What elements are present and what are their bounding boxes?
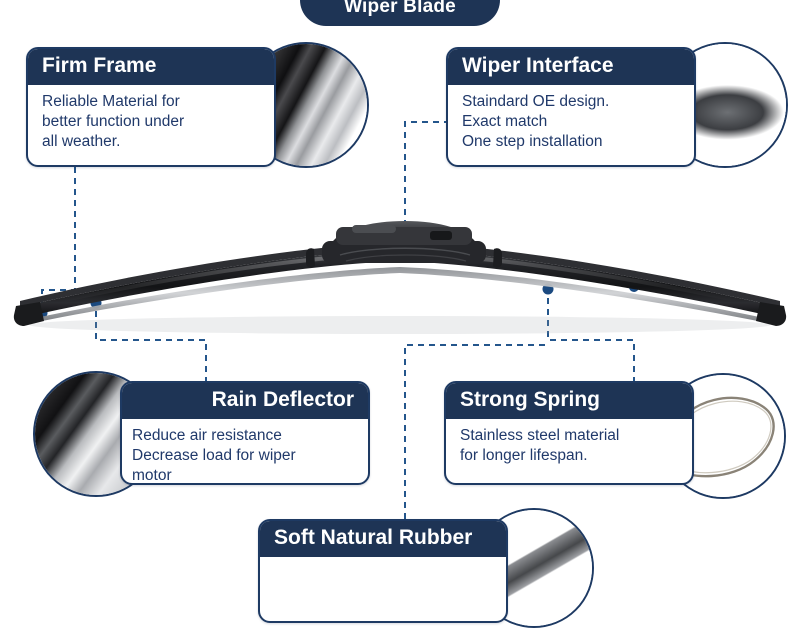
infographic-canvas: Wiper Blade xyxy=(13,0,788,628)
soft-natural-rubber-body xyxy=(260,557,506,572)
rain-deflector-title: Rain Deflector xyxy=(122,383,368,419)
firm-frame-box[interactable]: Firm Frame Reliable Material for better … xyxy=(26,47,276,167)
rain-deflector-body: Reduce air resistance Decrease load for … xyxy=(132,426,296,484)
soft-natural-rubber-title: Soft Natural Rubber xyxy=(260,521,506,557)
strong-spring-body: Stainless steel material for longer life… xyxy=(460,426,620,464)
wiper-interface-title: Wiper Interface xyxy=(448,49,694,85)
firm-frame-body: Reliable Material for better function un… xyxy=(42,92,185,150)
strong-spring-box[interactable]: Strong Spring Stainless steel material f… xyxy=(444,381,694,485)
strong-spring-title: Strong Spring xyxy=(446,383,692,419)
soft-natural-rubber-box[interactable]: Soft Natural Rubber xyxy=(258,519,508,623)
rain-deflector-box[interactable]: Rain Deflector Reduce air resistance Dec… xyxy=(120,381,370,485)
wiper-interface-body: Staindard OE design. Exact match One ste… xyxy=(462,92,610,150)
product-image xyxy=(13,221,787,334)
spring-illustration xyxy=(671,396,775,478)
wiper-interface-box[interactable]: Wiper Interface Staindard OE design. Exa… xyxy=(446,47,696,167)
firm-frame-title: Firm Frame xyxy=(28,49,274,85)
page-title: Wiper Blade xyxy=(300,0,500,26)
